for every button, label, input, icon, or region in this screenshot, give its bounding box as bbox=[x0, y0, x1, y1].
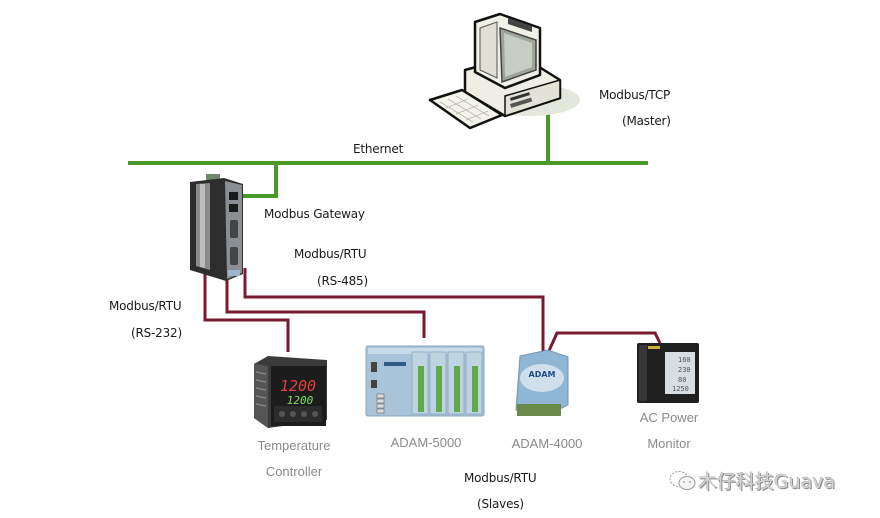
gateway-ethernet-drop bbox=[236, 163, 278, 198]
slaves-protocol-label: Modbus/RTU bbox=[464, 471, 537, 485]
adam-5000-io-slots bbox=[411, 351, 483, 415]
adam-5000-icon bbox=[365, 345, 485, 417]
serial-lines bbox=[203, 268, 662, 354]
ac-power-label-line2: Monitor bbox=[647, 436, 691, 451]
slaves-role-label: (Slaves) bbox=[477, 497, 524, 511]
ethernet-label: Ethernet bbox=[353, 142, 404, 156]
adam-4000-icon: ADAM bbox=[515, 349, 569, 416]
gateway-label: Modbus Gateway bbox=[264, 207, 365, 221]
ac-power-label-line1: AC Power bbox=[639, 410, 699, 425]
watermark-text: 木仔科技Guava bbox=[698, 471, 836, 493]
wechat-icon bbox=[668, 468, 698, 498]
temperature-controller-icon: 1200 1200 bbox=[254, 356, 327, 428]
adam-4000-label: ADAM-4000 bbox=[511, 436, 583, 451]
rs232-protocol-label: Modbus/RTU bbox=[109, 299, 182, 313]
rs485-line-ac-power bbox=[546, 331, 662, 354]
rs485-protocol-label: Modbus/RTU bbox=[294, 247, 367, 261]
master-protocol-label: Modbus/TCP bbox=[599, 88, 671, 102]
svg-text:80: 80 bbox=[678, 376, 686, 384]
modbus-gateway-icon bbox=[190, 174, 243, 281]
master-role-label: (Master) bbox=[622, 114, 671, 128]
svg-text:160: 160 bbox=[678, 356, 691, 364]
temp-controller-label-line2: Controller bbox=[265, 464, 323, 479]
pc-master-icon bbox=[428, 12, 580, 130]
rs485-interface-label: (RS-485) bbox=[317, 274, 368, 288]
svg-text:ADAM: ADAM bbox=[529, 370, 556, 379]
adam-5000-label: ADAM-5000 bbox=[390, 435, 462, 450]
svg-text:230: 230 bbox=[678, 366, 691, 374]
ethernet-lines bbox=[128, 110, 648, 198]
temp-pv-display: 1200 bbox=[280, 377, 316, 395]
rs485-line-adam4000 bbox=[243, 268, 545, 352]
rs232-interface-label: (RS-232) bbox=[131, 326, 182, 340]
rs485-line-adam5000 bbox=[225, 274, 426, 338]
svg-text:1250: 1250 bbox=[672, 385, 689, 393]
temp-sv-display: 1200 bbox=[287, 394, 314, 407]
ac-power-monitor-icon: 160 230 80 1250 bbox=[637, 343, 699, 403]
rs232-line-temp-controller bbox=[203, 272, 290, 352]
temp-controller-label-line1: Temperature bbox=[257, 438, 331, 453]
